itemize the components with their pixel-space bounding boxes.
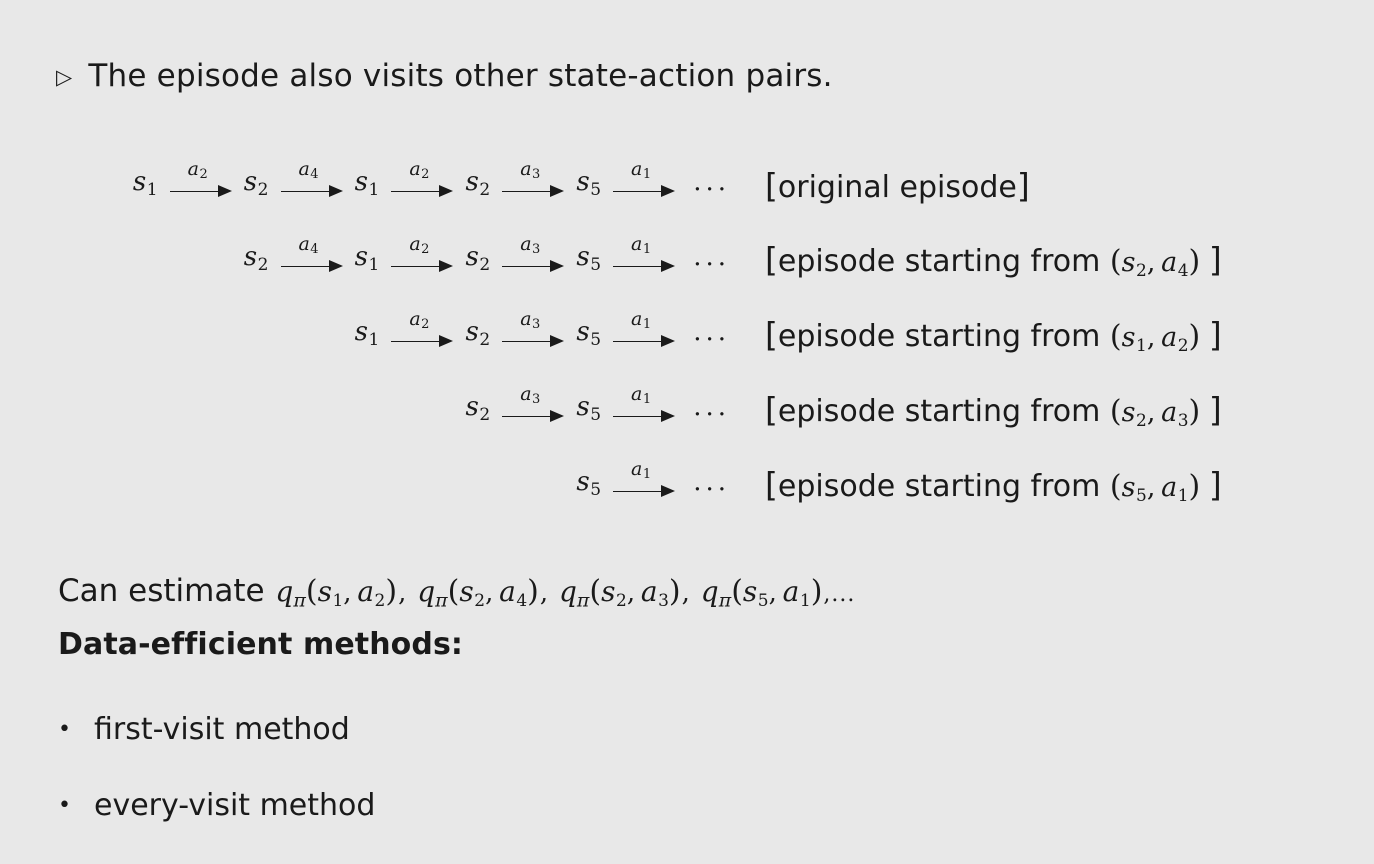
- state-symbol: s5: [576, 467, 602, 500]
- estimate-tail: ,...: [823, 582, 856, 607]
- state-symbol: s5: [576, 242, 602, 275]
- section-heading: Data-efficient methods:: [58, 627, 464, 662]
- transition-arrow-icon: a2: [391, 234, 454, 281]
- state-symbol: s2: [243, 167, 269, 200]
- start-pair: (s2, a3): [1109, 394, 1201, 431]
- q-value-term: qπ(s2, a3): [558, 574, 681, 612]
- chain-sequence-episode-from-s2-a4: s2 a4 s1 a2 s2 a3 s5 a1: [0, 234, 730, 281]
- chain-ellipsis: ...: [693, 392, 730, 422]
- transition-arrow-icon: a2: [391, 159, 454, 206]
- intro-line: ▷ The episode also visits other state-ac…: [56, 58, 833, 94]
- transition-arrow-icon: a1: [613, 459, 676, 506]
- chain-sequence-episode-from-s5-a1: s5 a1 ...: [0, 459, 730, 506]
- state-symbol: s1: [354, 317, 380, 350]
- chain-label-episode-from-s2-a3: [episode starting from (s2, a3) ]: [765, 390, 1222, 431]
- state-symbol: s5: [576, 317, 602, 350]
- chain-row: s2 a3 s5 a1 ... [episode starting from (…: [0, 373, 1374, 448]
- intro-text: The episode also visits other state-acti…: [88, 58, 833, 94]
- list-item: • first-visit method: [58, 712, 758, 788]
- transition-arrow-icon: a1: [613, 234, 676, 281]
- chain-row: s1 a2 s2 a3 s5 a1 ... [episode starti: [0, 298, 1374, 373]
- methods-bullet-list: • first-visit method • every-visit metho…: [58, 712, 758, 864]
- chain-row: s2 a4 s1 a2 s2 a3 s5 a1: [0, 223, 1374, 298]
- state-symbol: s2: [465, 392, 491, 425]
- bullet-dot-icon: •: [58, 717, 71, 742]
- state-symbol: s5: [576, 167, 602, 200]
- chain-ellipsis: ...: [693, 242, 730, 272]
- chain-row: s5 a1 ... [episode starting from (s5, a1…: [0, 448, 1374, 523]
- q-value-term: qπ(s5, a1): [700, 574, 823, 612]
- chain-sequence-episode-from-s1-a2: s1 a2 s2 a3 s5 a1 ...: [0, 309, 730, 356]
- bullet-dot-icon: •: [58, 793, 71, 818]
- state-symbol: s1: [354, 167, 380, 200]
- chain-label-text: original episode: [777, 170, 1017, 205]
- estimate-prefix: Can estimate: [58, 573, 265, 609]
- chain-sequence-original-episode: s1 a2 s2 a4 s1 a2 s2 a3: [0, 159, 730, 206]
- state-symbol: s2: [465, 242, 491, 275]
- transition-arrow-icon: a3: [502, 309, 565, 356]
- chain-label-text: episode starting from: [777, 244, 1101, 280]
- bullet-label: first-visit method: [93, 712, 350, 747]
- transition-arrow-icon: a3: [502, 234, 565, 281]
- chain-sequence-episode-from-s2-a3: s2 a3 s5 a1 ...: [0, 384, 730, 431]
- estimate-line: Can estimate qπ(s1, a2), qπ(s2, a4), qπ(…: [58, 573, 856, 612]
- chain-label-episode-from-s2-a4: [episode starting from (s2, a4) ]: [765, 240, 1222, 281]
- chain-label-text: episode starting from: [777, 319, 1101, 355]
- transition-arrow-icon: a1: [613, 384, 676, 431]
- transition-arrow-icon: a2: [391, 309, 454, 356]
- transition-arrow-icon: a1: [613, 309, 676, 356]
- bullet-label: every-visit method: [93, 788, 376, 823]
- list-item: • every-visit method: [58, 788, 758, 864]
- start-pair: (s5, a1): [1109, 469, 1201, 506]
- start-pair: (s1, a2): [1109, 319, 1201, 356]
- chain-ellipsis: ...: [693, 167, 730, 197]
- chain-label-episode-from-s5-a1: [episode starting from (s5, a1) ]: [765, 465, 1222, 506]
- triangle-right-marker: ▷: [56, 65, 73, 89]
- transition-arrow-icon: a4: [280, 159, 343, 206]
- chain-label-text: episode starting from: [777, 394, 1101, 430]
- transition-arrow-icon: a3: [502, 159, 565, 206]
- transition-arrow-icon: a4: [280, 234, 343, 281]
- state-symbol: s1: [354, 242, 380, 275]
- chain-label-text: episode starting from: [777, 469, 1101, 505]
- chain-label-original-episode: [original episode]: [765, 166, 1030, 205]
- start-pair: (s2, a4): [1109, 244, 1201, 281]
- state-symbol: s2: [465, 317, 491, 350]
- q-value-term: qπ(s2, a4): [417, 574, 539, 612]
- transition-arrow-icon: a2: [169, 159, 232, 206]
- q-value-term: qπ(s1, a2): [275, 574, 398, 612]
- transition-arrow-icon: a1: [613, 159, 676, 206]
- chain-ellipsis: ...: [693, 317, 730, 347]
- episode-chain-block: s1 a2 s2 a4 s1 a2 s2 a3: [0, 148, 1374, 523]
- state-symbol: s2: [243, 242, 269, 275]
- state-symbol: s5: [576, 392, 602, 425]
- state-symbol: s2: [465, 167, 491, 200]
- state-symbol: s1: [132, 167, 158, 200]
- transition-arrow-icon: a3: [502, 384, 565, 431]
- chain-row: s1 a2 s2 a4 s1 a2 s2 a3: [0, 148, 1374, 223]
- chain-label-episode-from-s1-a2: [episode starting from (s1, a2) ]: [765, 315, 1222, 356]
- chain-ellipsis: ...: [693, 467, 730, 497]
